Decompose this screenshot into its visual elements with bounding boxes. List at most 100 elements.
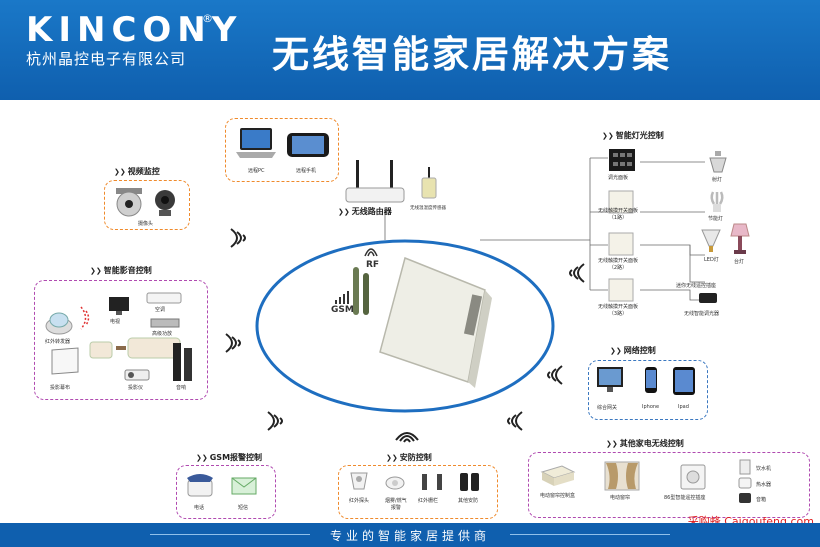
- amplifier-icon: [150, 318, 180, 328]
- electric-curtain-icon: [604, 461, 640, 491]
- table-lamp-icon: [730, 223, 750, 254]
- gsm-title: ❯❯GSM报警控制: [196, 453, 263, 462]
- energy-saving-bulb-label: 节能灯: [708, 216, 724, 222]
- camera-label: 摄像头: [138, 221, 154, 227]
- security-box: [338, 465, 498, 519]
- appliance-title: ❯❯其他家电无线控制: [606, 439, 684, 448]
- projector-icon: [124, 369, 150, 381]
- telephone-label: 电话: [194, 505, 205, 511]
- remote-socket-label: 迷你无线遥控插座: [676, 283, 717, 289]
- pir-sensor-label: 红外探头: [349, 498, 370, 504]
- laptop-icon: [236, 128, 276, 158]
- touch-switch-panel-icon: [608, 278, 634, 302]
- water-heater-label: 热水器: [756, 482, 772, 488]
- temperature-sensor-icon: [421, 167, 437, 199]
- brand-name: KINCONY: [26, 10, 243, 50]
- footer-line-right: [510, 534, 670, 535]
- gsm-label: GSM: [331, 305, 354, 315]
- tv-icon: [109, 297, 129, 315]
- curtain-control-box-icon: [540, 465, 576, 486]
- water-dispenser-label: 饮水机: [756, 466, 772, 472]
- gsm-signal-icon: [335, 291, 349, 304]
- amplifier-label: 高级功放: [152, 331, 173, 337]
- network-diagram-lines: [255, 157, 705, 413]
- router-title: ❯❯无线路由器: [338, 207, 392, 216]
- water-dispenser-icon: [739, 459, 751, 475]
- spotlight-icon: [709, 151, 727, 173]
- registered-mark: ®: [202, 12, 213, 25]
- smart-socket-label: 86型智能遥控插座: [664, 495, 706, 501]
- switch-panel-1-label: 无线触摸开关面板 （1路）: [598, 208, 639, 221]
- iphone-icon: [645, 367, 657, 393]
- smart-socket-icon: [680, 464, 706, 490]
- curtain-control-box-label: 电动窗帘控制盒: [540, 493, 576, 499]
- brand-logo: KINCONY ® 杭州晶控电子有限公司: [26, 10, 242, 68]
- security-title: ❯❯安防控制: [386, 453, 432, 462]
- touch-switch-panel-icon: [608, 190, 634, 214]
- av-box: [34, 280, 208, 400]
- antenna-icon: [353, 267, 369, 315]
- table-lamp-label: 台灯: [734, 259, 745, 265]
- ir-transponder-icon: [45, 312, 73, 335]
- network-title: ❯❯网络控制: [610, 346, 656, 355]
- light-title: ❯❯智能灯光控制: [602, 131, 664, 140]
- speaker-box-label: 音箱: [756, 497, 767, 503]
- switch-panel-3-label: 无线触摸开关面板 （3路）: [598, 304, 639, 317]
- gateway-monitor-icon: [597, 367, 623, 392]
- electric-curtain-label: 电动窗帘: [610, 495, 631, 501]
- rf-signal-icon: [364, 248, 378, 257]
- iphone-label: Iphone: [642, 404, 660, 410]
- appliance-box: [528, 452, 810, 518]
- wireless-wave-icon: [569, 263, 585, 283]
- wireless-wave-icon: [507, 411, 523, 431]
- other-security-icon: [460, 473, 479, 491]
- wireless-wave-icon: [267, 411, 283, 431]
- ipad-label: Ipad: [678, 404, 689, 410]
- video-box: [104, 180, 190, 230]
- rf-label: RF: [366, 260, 380, 270]
- network-box: [588, 360, 708, 420]
- energy-saving-bulb-icon: [710, 191, 724, 212]
- slogan: 专业的智能家居提供商: [329, 529, 490, 543]
- ir-barrier-icon: [422, 474, 442, 490]
- speaker-label: 音响: [176, 385, 187, 391]
- wireless-wave-icon: [225, 333, 241, 353]
- wireless-wave-icon: [230, 228, 246, 248]
- gateway-label: 综合网关: [597, 405, 618, 411]
- company-name: 杭州晶控电子有限公司: [26, 50, 187, 68]
- av-title: ❯❯智能影音控制: [90, 266, 152, 275]
- led-bulb-icon: [701, 229, 721, 252]
- projector-label: 投影仪: [128, 385, 144, 391]
- projection-screen-icon: [51, 347, 79, 375]
- dimmer-panel-label: 调光面板: [608, 175, 629, 181]
- speaker-box-icon: [739, 493, 751, 503]
- water-heater-icon: [738, 477, 752, 489]
- sofa-icon: [89, 337, 181, 359]
- wireless-router-icon: [345, 160, 405, 203]
- temperature-sensor-label: 无线温湿度传感器: [410, 206, 446, 211]
- ir-barrier-label: 红外栅栏: [418, 498, 439, 504]
- remote-access-box: [225, 118, 339, 182]
- air-conditioner-label: 空调: [155, 307, 166, 313]
- footer-bar: 专业的智能家居提供商: [0, 523, 820, 547]
- spotlight-label: 射灯: [712, 177, 723, 183]
- other-security-label: 其他安防: [458, 498, 479, 504]
- sms-label: 短信: [238, 505, 249, 511]
- dimmer-panel-icon: [609, 149, 635, 171]
- header-banner: KINCONY ® 杭州晶控电子有限公司 无线智能家居解决方案: [0, 0, 820, 100]
- central-controller-device: [379, 256, 492, 388]
- camera-icon: [116, 188, 142, 217]
- remote-phone-label: 远程手机: [296, 168, 317, 174]
- wireless-dimmer-label: 无线智能调光器: [684, 311, 720, 317]
- mobile-phone-icon: [287, 133, 329, 157]
- footer-line-left: [150, 534, 310, 535]
- speaker-icon: [173, 343, 192, 381]
- tv-label: 电视: [110, 319, 121, 325]
- projection-screen-label: 投影幕布: [50, 385, 71, 391]
- page-title: 无线智能家居解决方案: [272, 33, 672, 76]
- video-title: ❯❯视频监控: [114, 167, 160, 176]
- wireless-wave-icon: [547, 365, 563, 385]
- led-bulb-label: LED灯: [704, 257, 719, 263]
- smoke-detector-icon: [385, 476, 405, 490]
- pir-sensor-icon: [350, 472, 368, 490]
